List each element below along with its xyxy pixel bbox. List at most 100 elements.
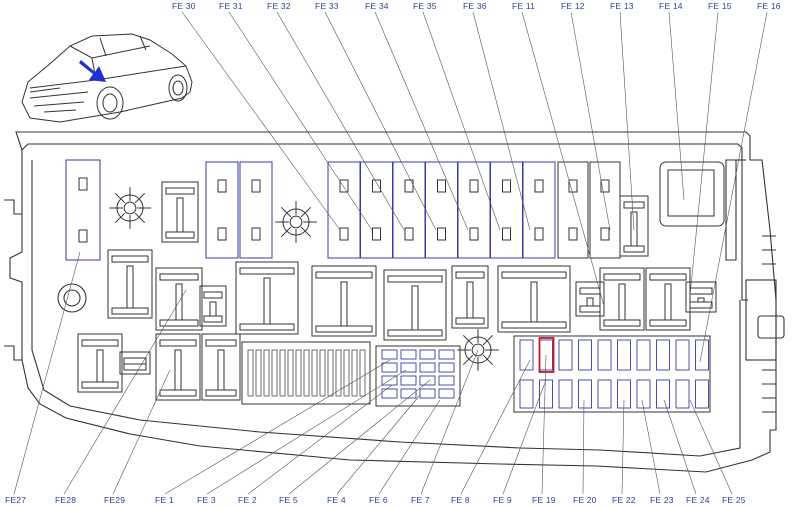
label-fe23: FE 23: [650, 495, 674, 505]
terminal-stud-bottom: [457, 329, 499, 371]
relay-block-12: [645, 267, 691, 331]
label-fe14: FE 14: [659, 1, 683, 11]
mini-fuse: [419, 349, 436, 360]
blade-fuse-panel: [513, 335, 711, 413]
label-fe25: FE 25: [722, 495, 746, 505]
mini-fuse: [438, 362, 455, 373]
mini-fuse: [381, 349, 398, 360]
label-fe5: FE 5: [279, 495, 298, 505]
label-fe13: FE 13: [610, 1, 634, 11]
blade-fuse-upper: [558, 339, 573, 371]
relay-fe30a: [205, 161, 239, 259]
label-fe15: FE 15: [708, 1, 732, 11]
mini-fuse: [400, 375, 417, 386]
relay-fe27: [65, 159, 101, 261]
mini-fuse: [438, 375, 455, 386]
mini-fuse: [400, 388, 417, 399]
relay-block-3: [155, 267, 203, 331]
label-fe19: FE 19: [532, 495, 556, 505]
blade-fuse-lower: [558, 379, 573, 409]
mini-fuse: [419, 388, 436, 399]
fuse-socket-top-5: [457, 161, 491, 259]
blade-fuse-lower: [539, 379, 553, 409]
fuse-socket-top-6: [490, 161, 523, 259]
relay-block-4: [199, 285, 227, 327]
relay-block-17: [201, 333, 241, 401]
blade-fuse-upper: [636, 339, 651, 371]
label-fe11: FE 11: [512, 1, 535, 11]
fuse-socket-top-1: [327, 161, 361, 259]
label-fe16: FE 16: [757, 1, 781, 11]
blade-fuse-lower: [636, 379, 651, 409]
mini-fuse: [438, 388, 455, 399]
fuse-socket-top-7: [522, 161, 556, 259]
label-fe29: FE29: [104, 495, 125, 505]
label-fe34: FE 34: [365, 1, 389, 11]
label-fe27: FE27: [5, 495, 26, 505]
terminal-stud-left: [109, 187, 151, 229]
relay-block-16: [155, 333, 201, 401]
mini-fuse: [381, 375, 398, 386]
label-fe31: FE 31: [219, 1, 243, 11]
label-fe8: FE 8: [451, 495, 470, 505]
mini-fuse: [438, 349, 455, 360]
label-fe12: FE 12: [561, 1, 585, 11]
relay-block-14: [77, 333, 123, 393]
mini-fuse: [400, 362, 417, 373]
blade-fuse-upper: [695, 339, 709, 371]
label-fe33: FE 33: [315, 1, 339, 11]
maxi-fuse-housing: [659, 161, 725, 227]
relay-block-5: [235, 261, 299, 335]
relay-fe31a: [239, 161, 273, 259]
mini-fuse: [400, 349, 417, 360]
label-fe36: FE 36: [463, 1, 487, 11]
label-fe6: FE 6: [369, 495, 388, 505]
relay-block-8: [451, 265, 489, 329]
blade-fuse-upper: [656, 339, 670, 371]
relay-block-2: [107, 249, 153, 319]
fuse-box-outline: [4, 131, 785, 473]
relay-block-1: [161, 181, 199, 243]
blade-fuse-upper: [519, 339, 534, 371]
blade-fuse-lower: [519, 379, 534, 409]
blade-fuse-lower: [695, 379, 709, 409]
relay-block-7: [383, 269, 447, 341]
label-fe20: FE 20: [573, 495, 597, 505]
blade-fuse-lower: [675, 379, 690, 409]
blade-fuse-upper: [597, 339, 612, 371]
fuse-socket-top-2: [360, 161, 393, 259]
relay-block-10: [575, 281, 605, 317]
blade-fuse-upper: [675, 339, 690, 371]
label-fe24: FE 24: [686, 495, 710, 505]
relay-block-15: [119, 351, 151, 375]
mini-fuse: [381, 362, 398, 373]
label-fe2: FE 2: [238, 495, 257, 505]
mini-fuse: [381, 388, 398, 399]
label-fe3: FE 3: [197, 495, 216, 505]
connector-block: [241, 341, 371, 405]
relay-block-11: [599, 267, 645, 331]
fuse-socket-fe12: [589, 161, 621, 259]
mini-fuse: [419, 375, 436, 386]
mini-fuse-cluster: [375, 345, 461, 407]
label-fe7: FE 7: [411, 495, 430, 505]
label-fe32: FE 32: [267, 1, 291, 11]
blade-fuse-lower: [578, 379, 592, 409]
fuse-socket-fe11: [557, 161, 589, 259]
label-fe22: FE 22: [612, 495, 636, 505]
relay-block-fe13: [619, 195, 649, 257]
selected-fuse-fe19: [538, 337, 555, 373]
label-fe30: FE 30: [172, 1, 196, 11]
terminal-stud-middle: [275, 201, 317, 243]
blade-fuse-upper: [578, 339, 592, 371]
label-fe1: FE 1: [155, 495, 174, 505]
label-fe4: FE 4: [327, 495, 346, 505]
label-fe28: FE28: [55, 495, 76, 505]
relay-block-9: [497, 265, 571, 333]
label-fe35: FE 35: [413, 1, 437, 11]
mini-fuse: [419, 362, 436, 373]
maxi-fuse: [667, 169, 715, 217]
blade-fuse-lower: [597, 379, 612, 409]
car-icon: [21, 33, 193, 123]
